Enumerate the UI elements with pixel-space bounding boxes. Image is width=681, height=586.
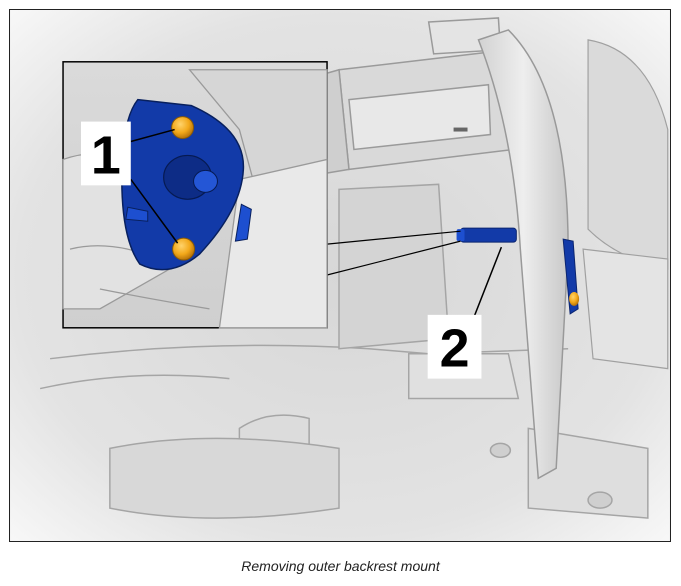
- lower-bolt: [172, 237, 196, 261]
- side-trim: [582, 248, 669, 370]
- figure-caption: Removing outer backrest mount: [241, 558, 440, 574]
- plate-side-tab: [125, 206, 149, 222]
- inset-detail: 1: [62, 61, 328, 329]
- rear-panel: [587, 39, 669, 270]
- zoom-connector: [326, 230, 461, 276]
- technical-illustration: 1 2: [9, 9, 671, 542]
- seat-belt-pillar: [477, 29, 569, 480]
- callout-2-leader: [471, 246, 503, 322]
- callout-2-label: 2: [440, 319, 470, 379]
- plate-tab: [234, 203, 252, 242]
- center-stud: [193, 169, 218, 193]
- pin-tip: [456, 229, 465, 242]
- callout-1-label: 1: [91, 125, 121, 185]
- upper-bolt: [171, 116, 195, 140]
- right-bolt: [569, 291, 580, 306]
- backrest-mount-pin: [460, 227, 517, 243]
- callout-2-box: [427, 314, 482, 379]
- callout-1-box: [80, 121, 131, 186]
- floor-structure: [39, 183, 649, 519]
- callout-1-leaders: [130, 128, 179, 244]
- illustration-svg: 1 2: [10, 10, 670, 541]
